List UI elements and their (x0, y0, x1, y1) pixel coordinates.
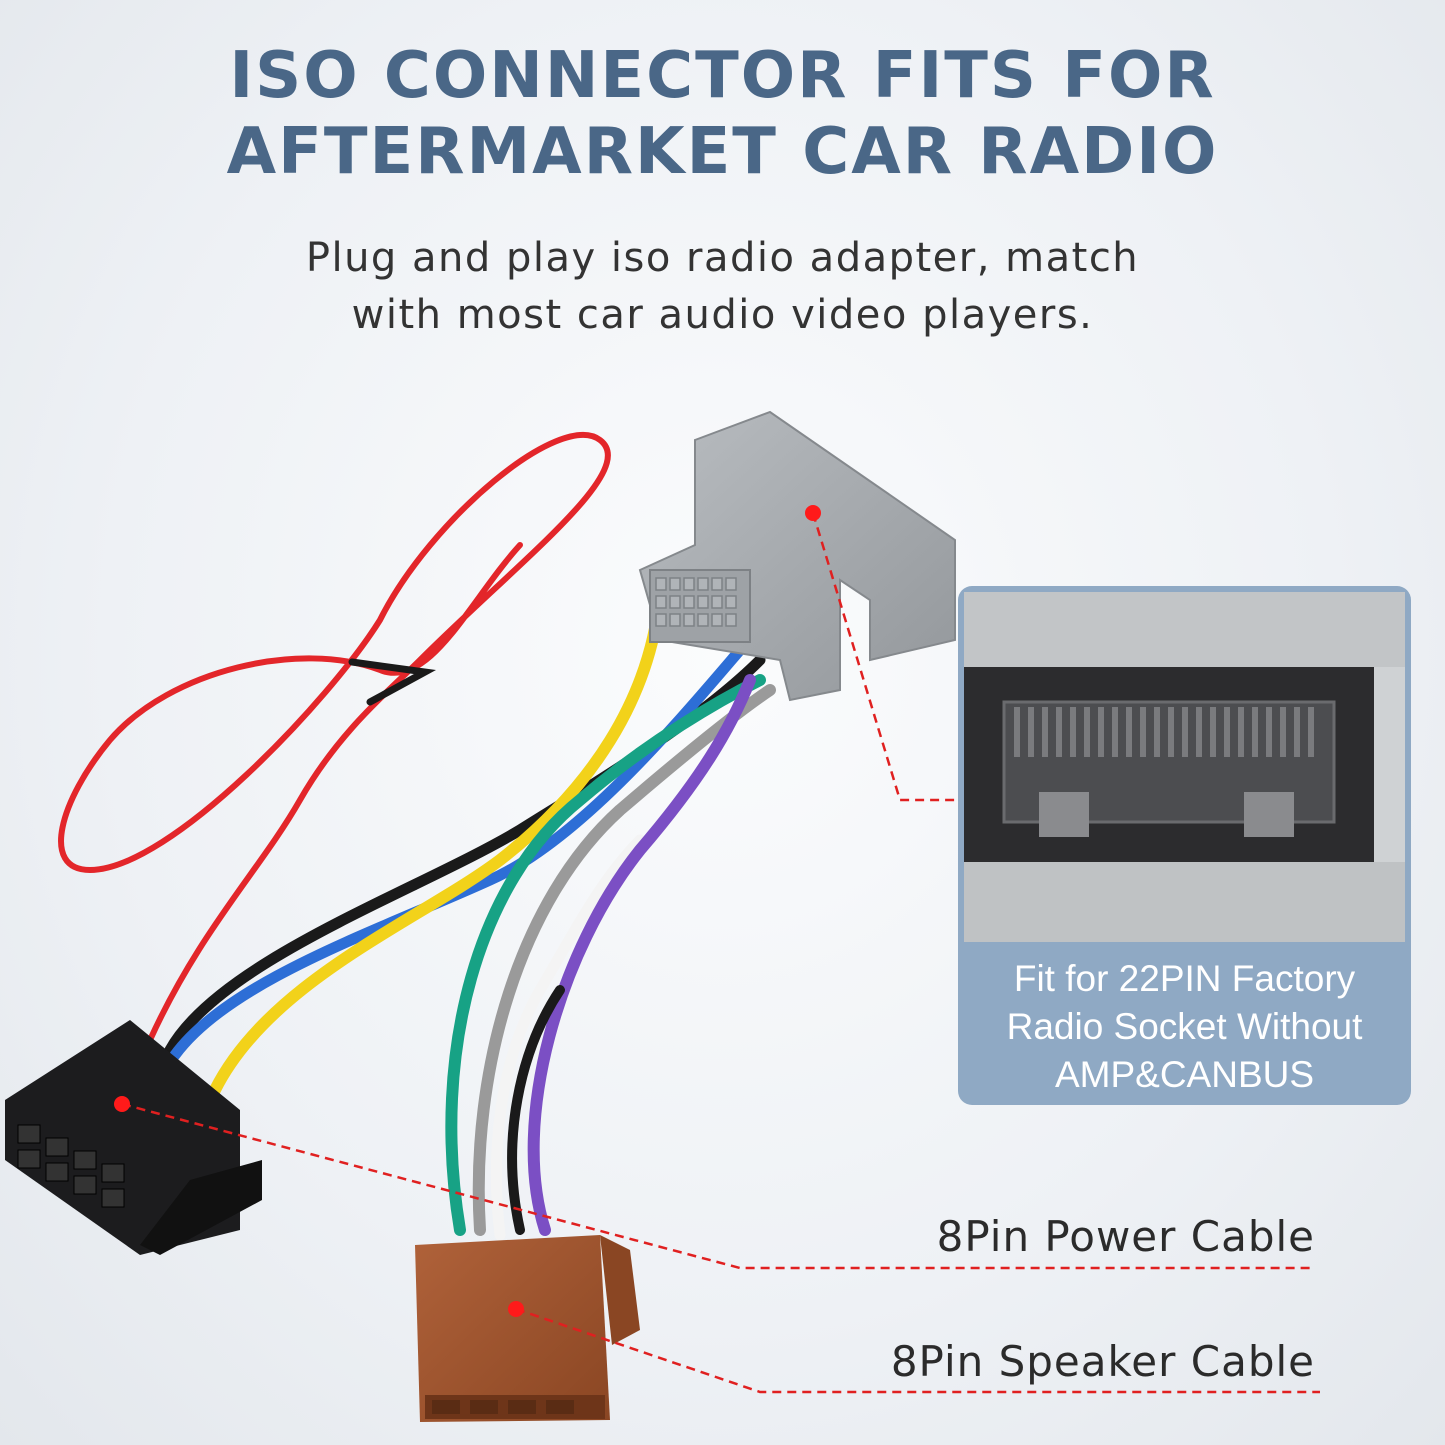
headline-line-2: AFTERMARKET CAR RADIO (226, 115, 1219, 189)
black-iso-power-connector (5, 1020, 262, 1255)
blue-wire (169, 644, 746, 1061)
callout-line-2: Radio Socket Without (1006, 1006, 1363, 1047)
subheadline-line-1: Plug and play iso radio adapter, match (305, 235, 1140, 281)
headline: ISO CONNECTOR FITS FOR AFTERMARKET CAR R… (0, 38, 1445, 190)
cable-tie (348, 658, 437, 706)
leader-line-speaker (515, 1307, 1320, 1394)
yellow-wire (209, 589, 666, 1096)
callout-line-1: Fit for 22PIN Factory (1013, 958, 1356, 999)
headline-line-1: ISO CONNECTOR FITS FOR (229, 39, 1216, 113)
callout-line-3: AMP&CANBUS (1054, 1054, 1315, 1095)
marker-dot-speaker (508, 1301, 524, 1317)
red-wire (58, 432, 611, 1043)
subheadline: Plug and play iso radio adapter, match w… (0, 230, 1445, 344)
black-wire-2 (507, 985, 565, 1235)
green-wire (445, 674, 766, 1236)
gray-22pin-connector (638, 410, 956, 702)
factory-socket-photo (964, 592, 1405, 942)
leader-line-22pin (811, 512, 958, 802)
subheadline-line-2: with most car audio video players. (351, 292, 1094, 338)
speaker-cable-label: 8Pin Speaker Cable (890, 1337, 1315, 1386)
callout-caption: Fit for 22PIN Factory Radio Socket Witho… (958, 955, 1411, 1099)
leader-line-power (121, 1102, 1310, 1270)
purple-wire (527, 674, 756, 1236)
marker-dot-power (114, 1096, 130, 1112)
white-wire (490, 834, 646, 1241)
brown-iso-speaker-connector (415, 1235, 640, 1422)
marker-dot-22pin (805, 505, 821, 521)
factory-socket-callout: Fit for 22PIN Factory Radio Socket Witho… (958, 586, 1411, 1105)
power-cable-label: 8Pin Power Cable (936, 1212, 1315, 1261)
